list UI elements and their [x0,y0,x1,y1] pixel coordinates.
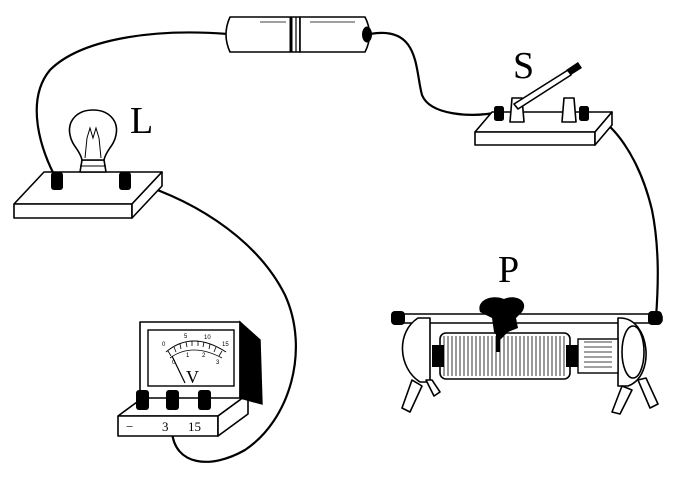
label-switch: S [513,45,534,87]
voltmeter-scale-bottom-2: 2 [202,353,206,359]
voltmeter-terminal-3: 3 [162,419,169,434]
voltmeter-scale-top-3: 15 [222,342,229,348]
voltmeter: 0 5 10 15 0 1 2 3 V − 3 15 [117,320,263,437]
voltmeter-scale-top-0: 0 [162,342,166,348]
voltmeter-scale-top-1: 5 [184,334,188,340]
wire-lamp-to-battery [35,31,230,182]
rheostat [391,297,663,415]
rheostat-coil [443,336,612,376]
voltmeter-scale-bottom-3: 3 [216,360,220,366]
lamp-bulb-icon [68,109,118,173]
voltmeter-scale-bottom-0: 0 [172,360,176,366]
voltmeter-terminal-negative: − [126,419,133,434]
label-rheostat: P [498,249,519,291]
lamp-board [13,171,163,219]
voltmeter-terminal-15: 15 [188,419,201,434]
switch [474,62,613,146]
battery [225,16,372,53]
rheostat-slider-handle [479,297,525,340]
wire-battery-to-switch [368,31,502,116]
wire-lamp-to-voltmeter [124,178,297,463]
label-lamp: L [130,100,153,142]
voltmeter-symbol: V [186,367,199,387]
voltmeter-scale-top-2: 10 [204,335,211,341]
voltmeter-needle [171,355,186,384]
voltmeter-scale-bottom-1: 1 [186,353,190,359]
wires [35,31,659,463]
